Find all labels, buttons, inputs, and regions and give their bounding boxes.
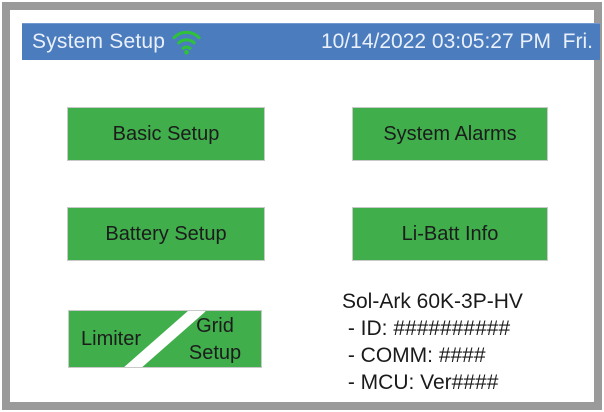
grid-setup-label-line1: Grid [196,315,234,337]
datetime-label: 10/14/2022 03:05:27 PM Fri. [320,30,593,53]
device-mcu-label: - MCU: Ver#### [342,371,499,394]
device-id-label: - ID: ########## [342,317,511,340]
wifi-signal-icon [171,28,202,60]
battery-setup-button[interactable]: Battery Setup [67,207,265,261]
grid-setup-label-line2: Setup [188,342,242,364]
title-bar: System Setup 10/14/2022 03:05:27 PM Fri. [22,23,600,60]
device-model-label: Sol-Ark 60K-3P-HV [342,290,523,313]
device-comm-label: - COMM: #### [342,344,486,367]
basic-setup-button[interactable]: Basic Setup [67,107,265,161]
grid-setup-button[interactable]: Grid Setup [173,313,257,367]
limiter-button[interactable]: Limiter [81,327,142,350]
page-title: System Setup [32,30,166,53]
system-alarms-button[interactable]: System Alarms [352,107,548,161]
limiter-grid-setup-button: Limiter Grid Setup [68,310,262,368]
li-batt-info-button[interactable]: Li-Batt Info [352,207,548,261]
device-info-block: Sol-Ark 60K-3P-HV - ID: ########## - COM… [342,288,523,396]
